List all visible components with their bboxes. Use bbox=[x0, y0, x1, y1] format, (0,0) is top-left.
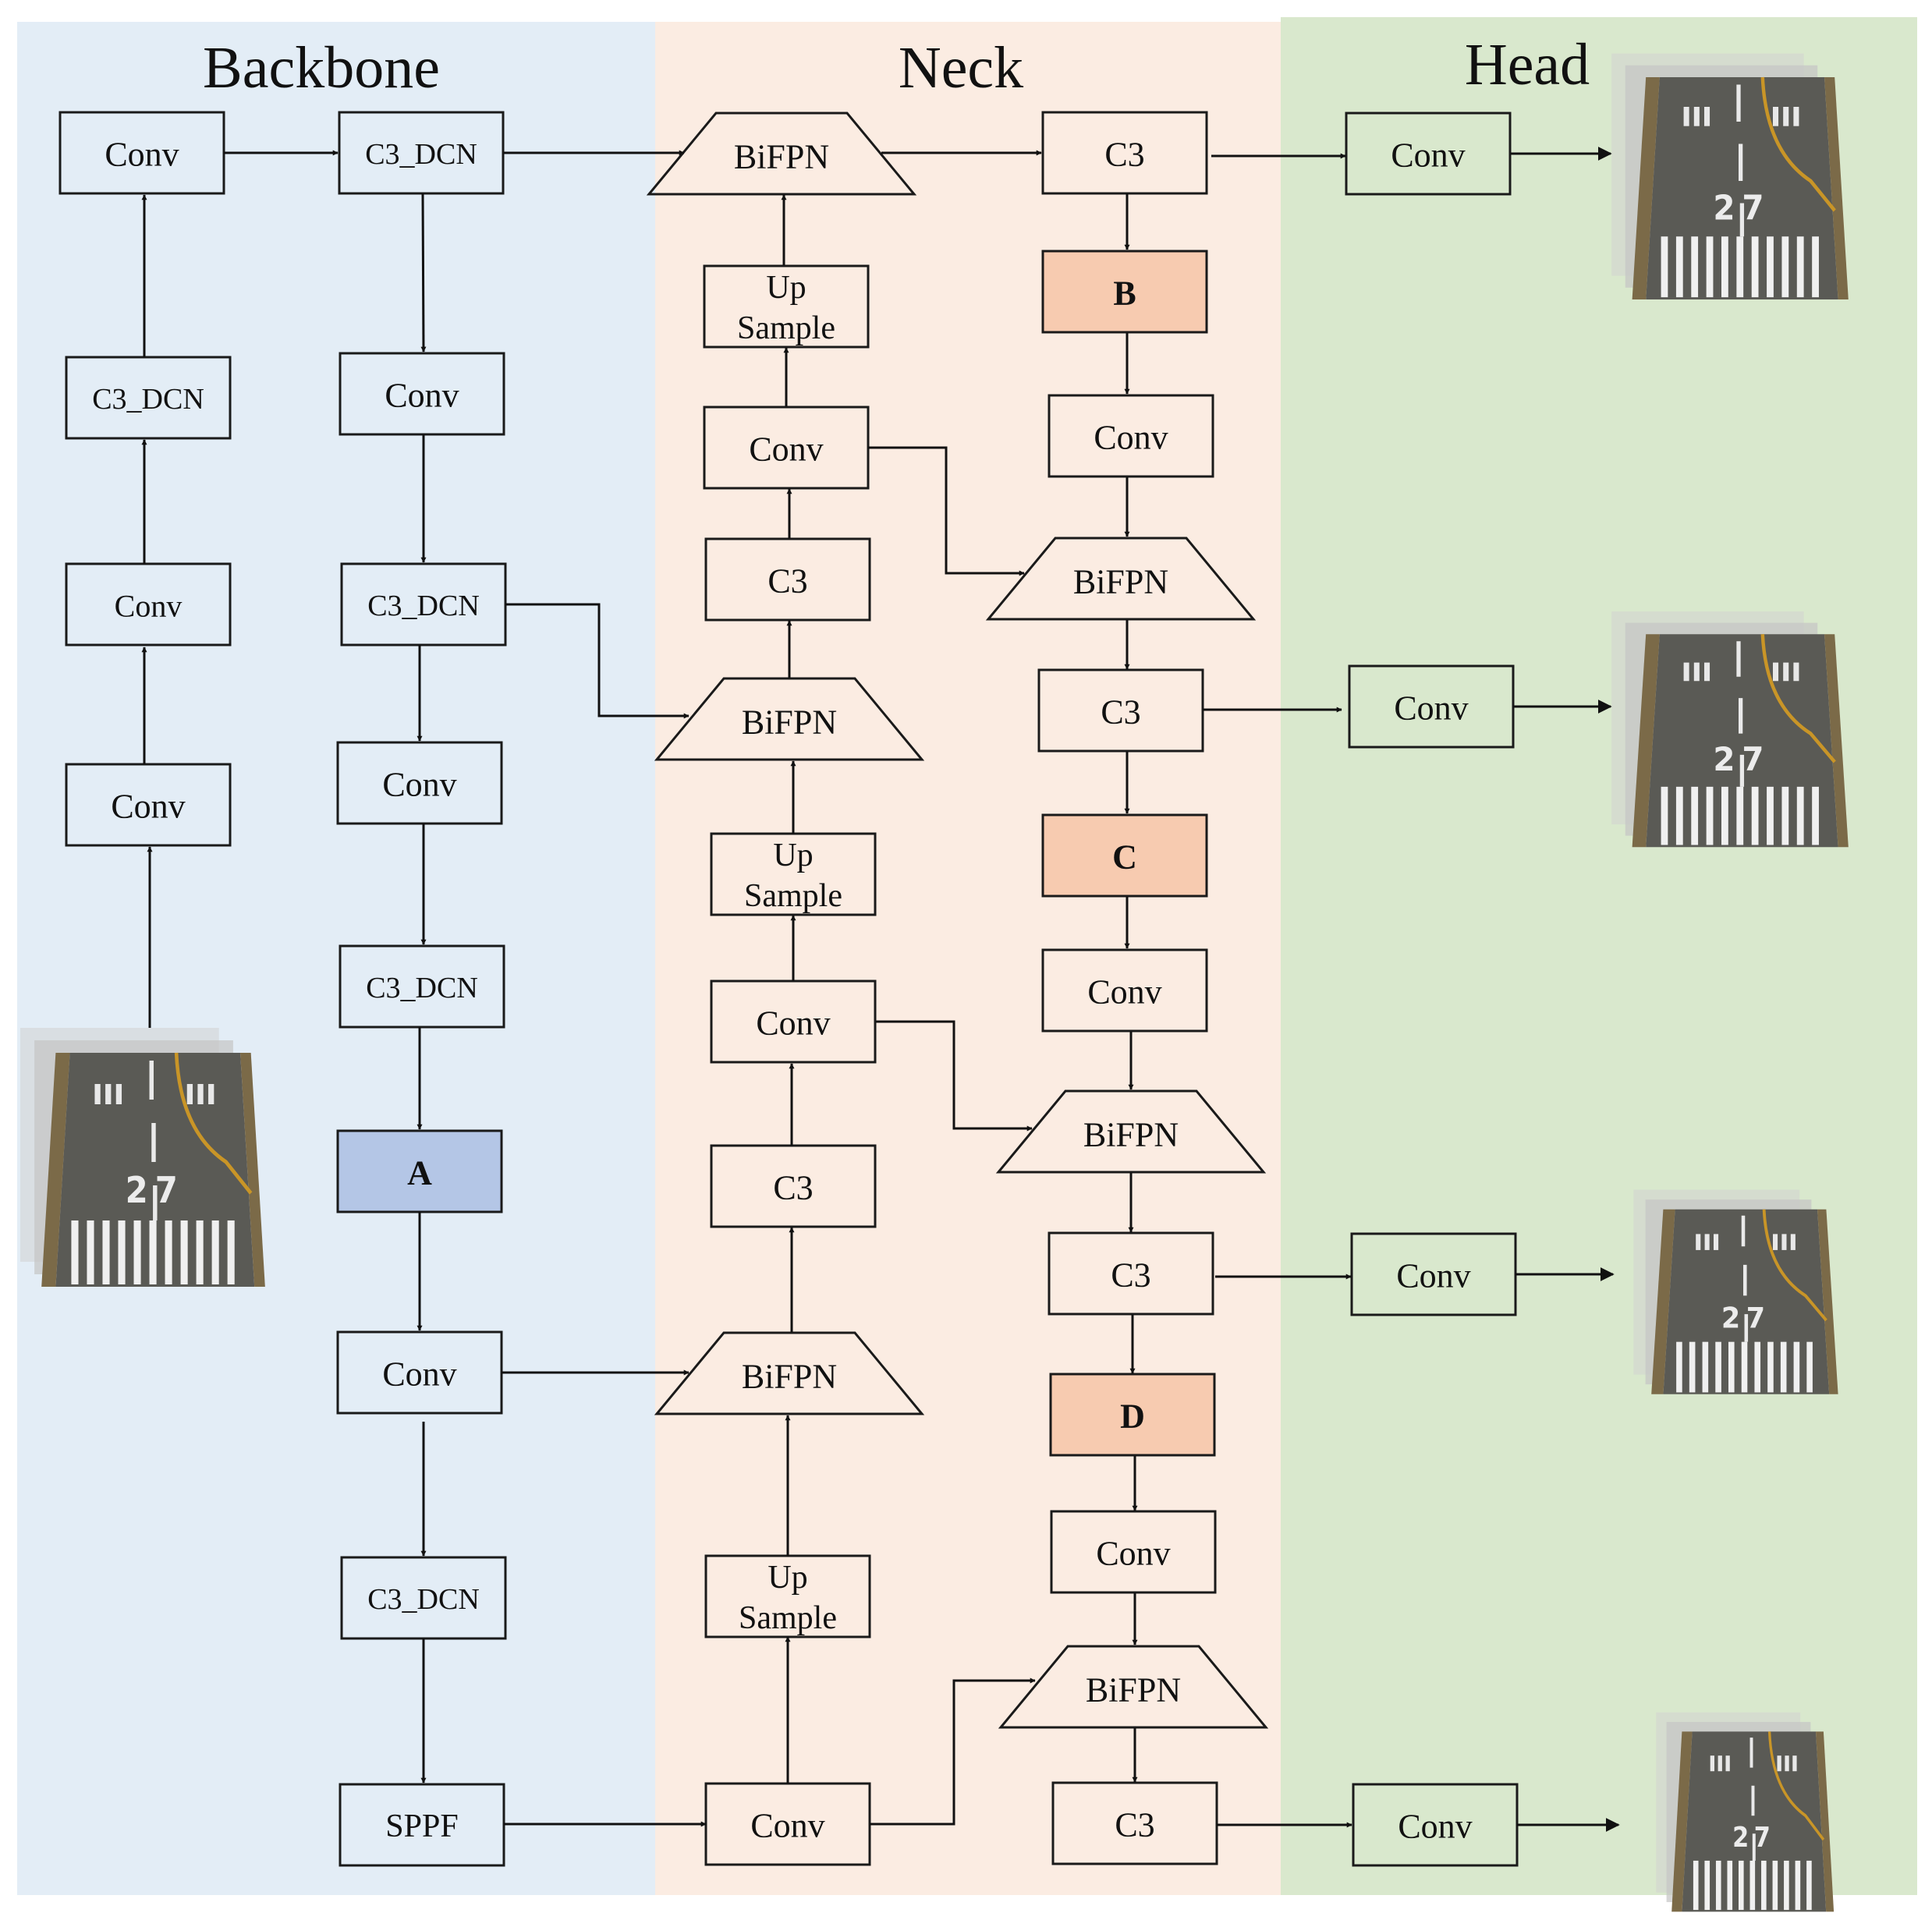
h-conv1-node-label: Conv bbox=[1391, 136, 1465, 175]
b-c3dcn2-node bbox=[65, 356, 232, 440]
n-bifpn-r2-node-label: BiFPN bbox=[1083, 1116, 1179, 1154]
b-c3dcn1-node bbox=[338, 111, 505, 195]
b-conv3-node bbox=[65, 562, 232, 646]
b-conv5-node bbox=[336, 741, 503, 825]
n-up1-node bbox=[703, 264, 870, 349]
b-a-node-label: A bbox=[407, 1154, 432, 1192]
n-c3-r1-node-label: C3 bbox=[1101, 693, 1140, 732]
n-bifpn-r3-node-label: BiFPN bbox=[1086, 1671, 1181, 1709]
h-conv1-node bbox=[1345, 112, 1512, 196]
h-conv3-node-label: Conv bbox=[1396, 1257, 1470, 1295]
b-c3dcn6-node-label: C3_DCN bbox=[367, 1583, 480, 1616]
output-runway-image-2 bbox=[1611, 611, 1849, 847]
n-b-node-label: B bbox=[1113, 275, 1136, 313]
b-c3dcn3-node-label: C3_DCN bbox=[367, 590, 480, 622]
n-c3-1-node bbox=[704, 537, 871, 622]
n-c3-top-node bbox=[1041, 111, 1208, 195]
edge-neck-conv2-to-bifpn-r2 bbox=[876, 1020, 1033, 1132]
output-runway-image-4 bbox=[1656, 1713, 1834, 1912]
n-bifpn-r2-node bbox=[995, 1089, 1267, 1174]
output-runway-image-1 bbox=[1611, 54, 1849, 299]
b-conv4-node-label: Conv bbox=[111, 788, 185, 826]
n-c-node bbox=[1041, 813, 1208, 898]
n-up3-node-line2-label: Sample bbox=[739, 1600, 837, 1636]
n-up2-node-line2-label: Sample bbox=[744, 878, 842, 914]
b-conv4-node bbox=[65, 763, 232, 847]
n-bifpn1-node-label: BiFPN bbox=[734, 138, 829, 176]
n-c3-top-node-label: C3 bbox=[1104, 136, 1144, 174]
n-bifpn-r1-node bbox=[985, 537, 1257, 621]
neck-panel bbox=[655, 22, 1281, 1895]
n-b-node bbox=[1041, 250, 1208, 334]
backbone-panel bbox=[17, 22, 655, 1895]
h-conv4-node-label: Conv bbox=[1398, 1808, 1472, 1846]
b-conv6-node-label: Conv bbox=[382, 1355, 456, 1394]
n-conv-r2-node bbox=[1041, 948, 1208, 1033]
n-conv-r1-node-label: Conv bbox=[1094, 419, 1168, 457]
n-up1-node-line1-label: Up bbox=[766, 270, 806, 306]
n-bifpn3-node-label: BiFPN bbox=[742, 1358, 837, 1396]
n-c3-2-node bbox=[710, 1144, 877, 1228]
n-up1-node-line2-label: Sample bbox=[737, 310, 835, 346]
edge-c3dcn-to-conv-b2 bbox=[420, 193, 427, 352]
n-bifpn2-node bbox=[654, 677, 925, 761]
n-up3-node-line1-label: Up bbox=[767, 1560, 807, 1596]
n-conv3-node-label: Conv bbox=[750, 1807, 824, 1845]
b-c3dcn4-node bbox=[339, 944, 505, 1029]
b-c3dcn1-node-label: C3_DCN bbox=[365, 138, 477, 171]
n-c3-r2-node bbox=[1048, 1231, 1214, 1316]
n-d-node bbox=[1049, 1373, 1216, 1457]
n-bifpn-r1-node-label: BiFPN bbox=[1073, 563, 1168, 601]
n-bifpn2-node-label: BiFPN bbox=[742, 703, 837, 742]
n-bifpn1-node bbox=[646, 112, 917, 196]
n-conv2-node-label: Conv bbox=[756, 1004, 830, 1043]
n-conv1-node-label: Conv bbox=[749, 430, 823, 469]
b-conv5-node-label: Conv bbox=[382, 766, 456, 804]
b-c3dcn2-node-label: C3_DCN bbox=[92, 383, 204, 416]
n-c3-1-node-label: C3 bbox=[767, 562, 807, 600]
n-d-node-label: D bbox=[1120, 1397, 1145, 1436]
b-conv3-node-label: Conv bbox=[115, 589, 183, 624]
n-c3-r3-node bbox=[1051, 1781, 1218, 1865]
n-bifpn3-node bbox=[654, 1331, 925, 1415]
neck-title: Neck bbox=[899, 35, 1023, 101]
n-conv-r3-node-label: Conv bbox=[1096, 1535, 1170, 1573]
edge-c3dcn-to-bifpn2 bbox=[505, 603, 689, 719]
n-c-node-label: C bbox=[1112, 838, 1137, 877]
n-bifpn-r3-node bbox=[998, 1645, 1269, 1729]
head-title: Head bbox=[1465, 32, 1590, 97]
head-panel bbox=[1281, 17, 1917, 1895]
b-conv2-node-label: Conv bbox=[385, 377, 459, 415]
backbone-title: Backbone bbox=[203, 35, 440, 101]
b-conv2-node bbox=[339, 352, 505, 436]
n-c3-2-node-label: C3 bbox=[773, 1169, 813, 1207]
n-c3-r3-node-label: C3 bbox=[1115, 1806, 1154, 1844]
input-runway-image bbox=[20, 1028, 265, 1287]
b-c3dcn4-node-label: C3_DCN bbox=[366, 972, 478, 1004]
n-conv-r2-node-label: Conv bbox=[1087, 973, 1161, 1011]
n-conv-r3-node bbox=[1050, 1510, 1217, 1594]
h-conv2-node-label: Conv bbox=[1394, 689, 1468, 728]
b-a-node bbox=[336, 1129, 503, 1213]
n-c3-r2-node-label: C3 bbox=[1111, 1256, 1150, 1295]
n-conv-r1-node bbox=[1048, 394, 1214, 478]
output-runway-image-3 bbox=[1633, 1190, 1838, 1394]
edge-neck-conv1-to-bifpn-r1 bbox=[868, 446, 1025, 576]
b-sppf-node-label: SPPF bbox=[385, 1808, 458, 1844]
b-conv1-node-label: Conv bbox=[105, 136, 179, 174]
n-up2-node-line1-label: Up bbox=[773, 838, 813, 873]
edge-neck-conv3-to-bifpn-r3 bbox=[870, 1677, 1036, 1826]
